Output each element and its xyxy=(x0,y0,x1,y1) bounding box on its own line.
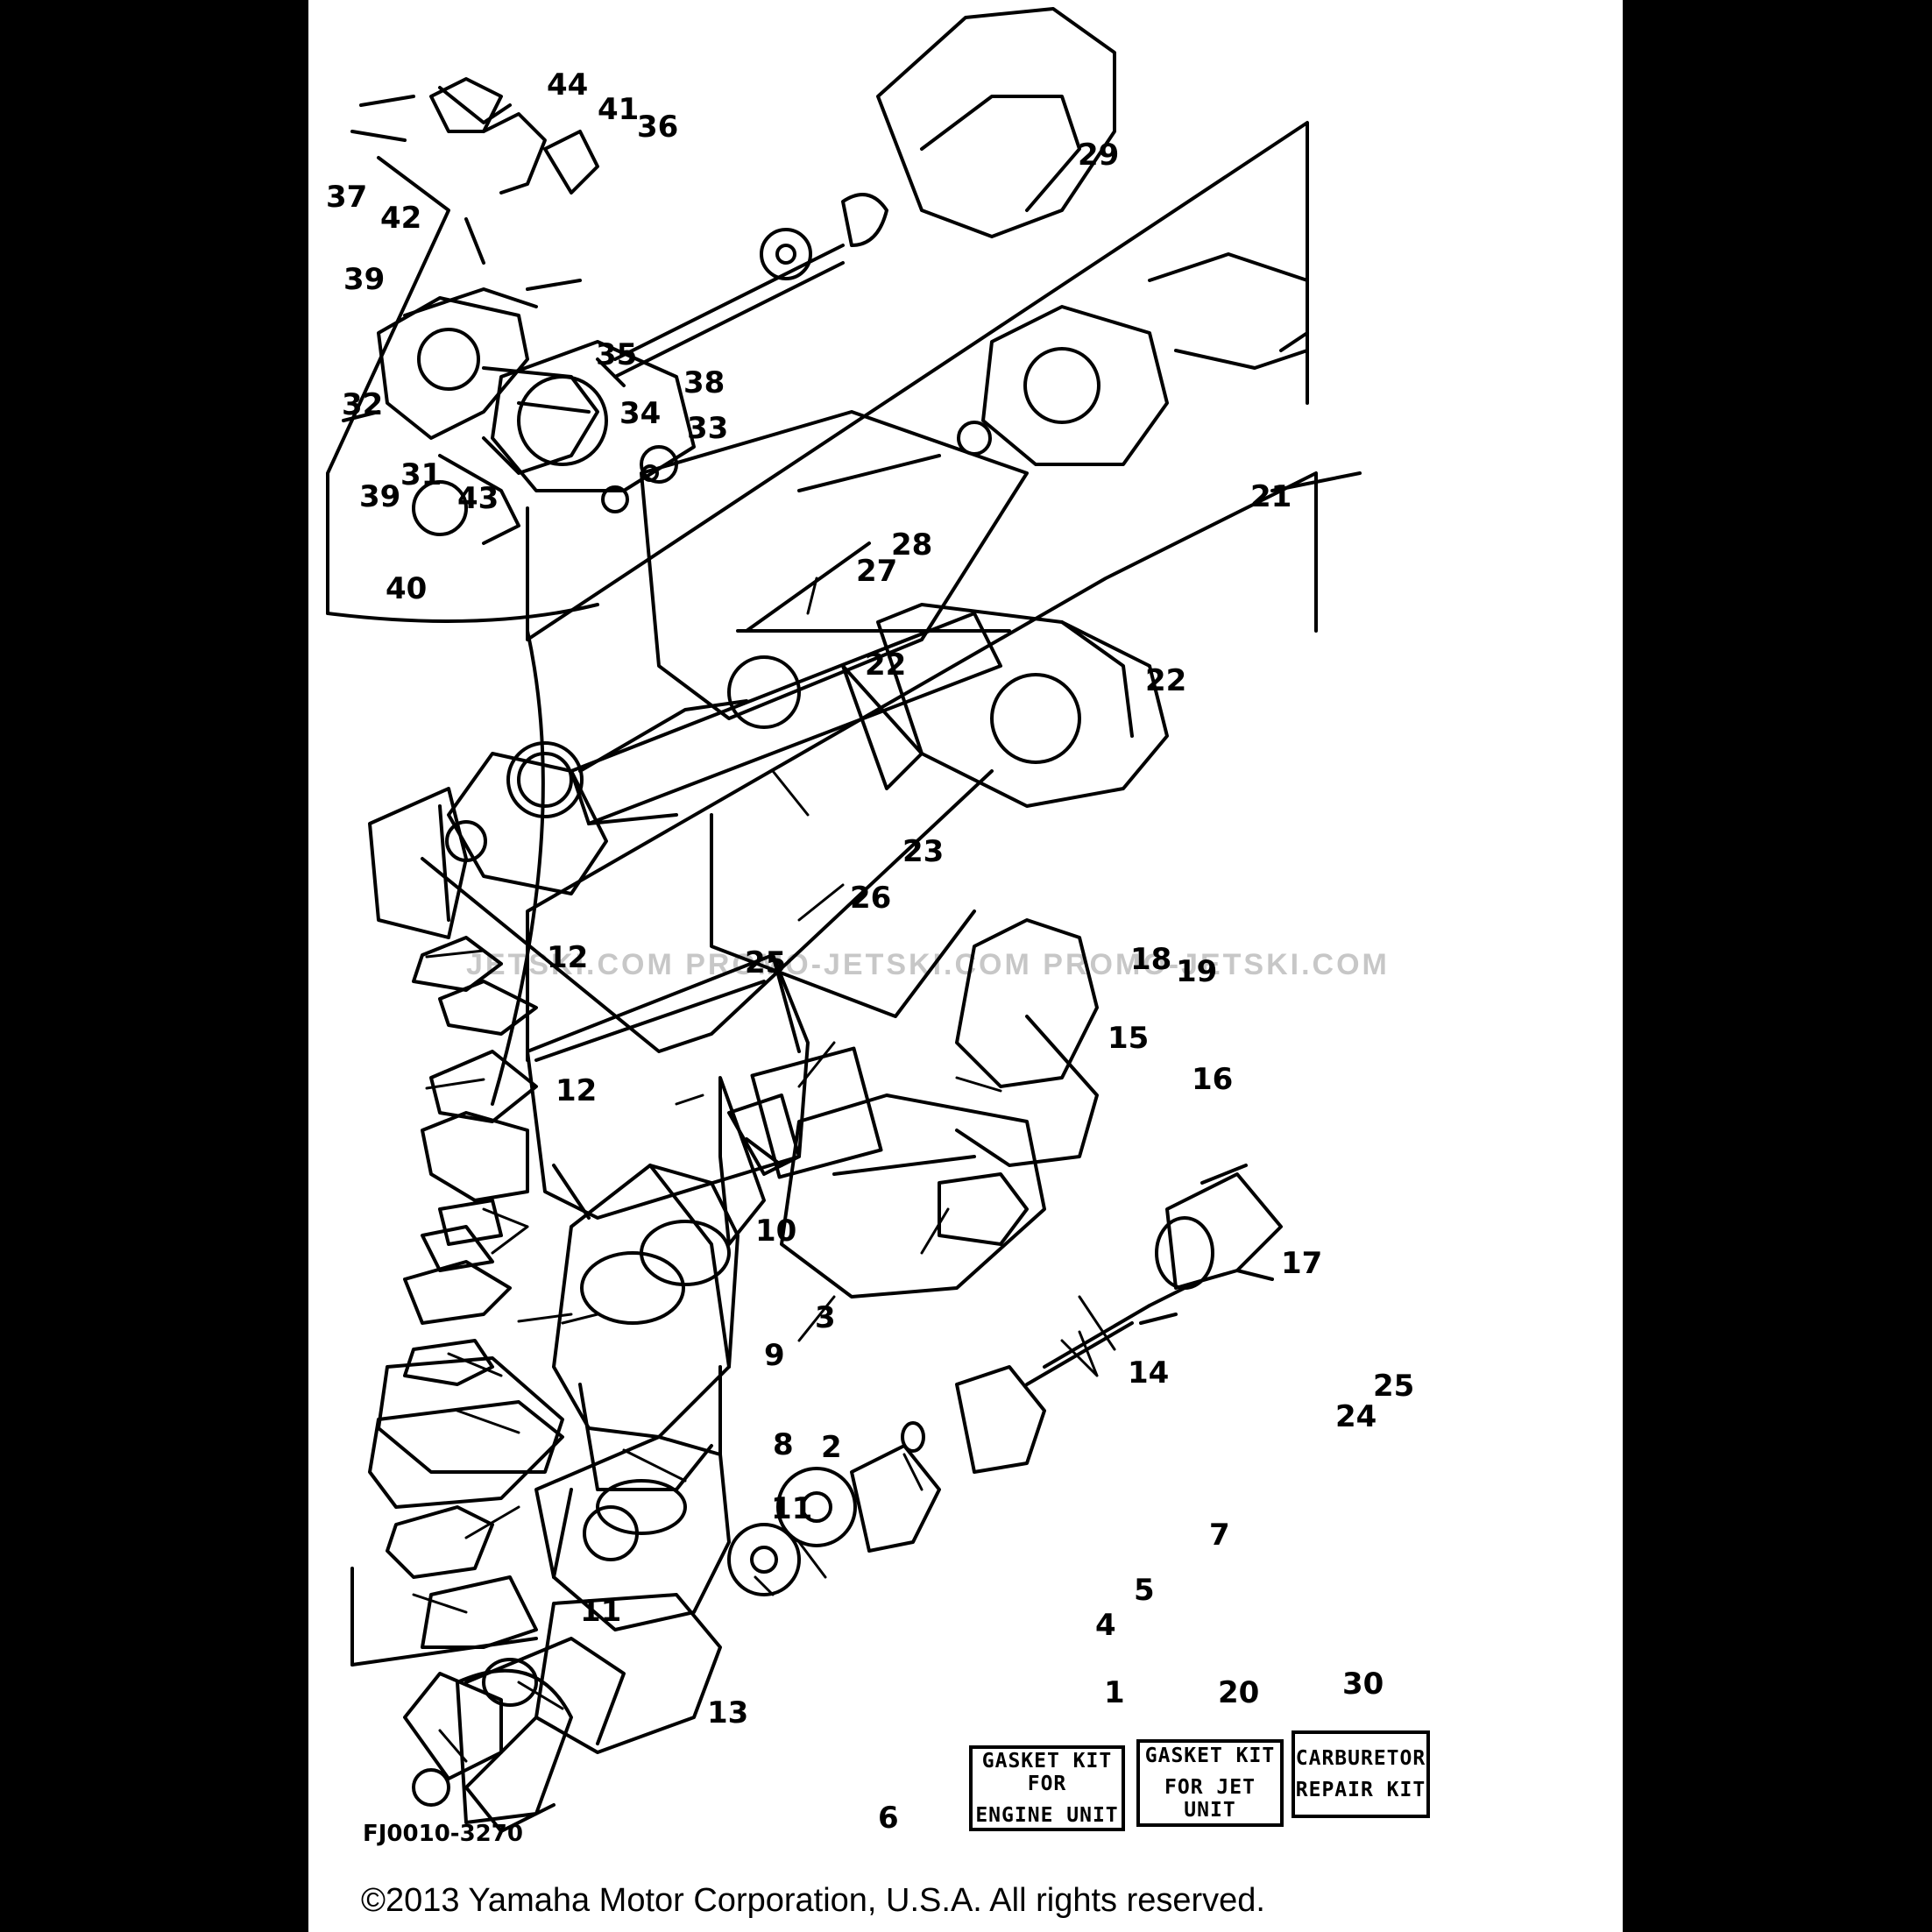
engine-block xyxy=(403,1164,740,1833)
exhaust-assembly xyxy=(526,918,1099,1299)
kit-engine-label: GASKET KIT FOR ENGINE UNIT xyxy=(969,1745,1125,1831)
exploded-parts-drawing xyxy=(326,7,1362,1833)
callout-7: 7 xyxy=(1209,1518,1230,1553)
callout-5: 5 xyxy=(1134,1573,1155,1608)
callout-39-bottom: 39 xyxy=(359,479,401,514)
callout-42: 42 xyxy=(380,201,422,236)
jet-unit-assembly xyxy=(491,7,1362,1062)
carb-lead-line xyxy=(491,629,545,1106)
callout-14: 14 xyxy=(1128,1355,1170,1391)
callout-43: 43 xyxy=(457,481,499,516)
callout-38: 38 xyxy=(683,365,725,400)
callout-10: 10 xyxy=(755,1214,797,1249)
callout-13: 13 xyxy=(707,1695,749,1730)
callout-12-bottom: 12 xyxy=(556,1073,598,1108)
callout-25-top: 25 xyxy=(745,945,787,980)
kit-carb-number: 30 xyxy=(1342,1667,1384,1702)
callout-17: 17 xyxy=(1281,1246,1323,1281)
kit-jet-line2: FOR JET UNIT xyxy=(1164,1776,1256,1822)
callout-11-left: 11 xyxy=(580,1594,622,1629)
watermark: JETSKI.COM PROMO-JETSKI.COM PROMO-JETSKI… xyxy=(466,948,1390,981)
carburetor-detail xyxy=(326,77,626,623)
callout-25-bottom: 25 xyxy=(1373,1369,1415,1404)
callout-36: 36 xyxy=(637,110,679,145)
copyright-notice: ©2013 Yamaha Motor Corporation, U.S.A. A… xyxy=(361,1882,1265,1919)
callout-9: 9 xyxy=(764,1338,785,1373)
callout-19: 19 xyxy=(1176,954,1218,989)
callout-39-top: 39 xyxy=(343,262,386,297)
callout-29: 29 xyxy=(1078,138,1120,173)
figure-code: FJ0010-3270 xyxy=(363,1821,523,1847)
callout-32: 32 xyxy=(342,387,384,422)
callout-37: 37 xyxy=(326,180,368,215)
kit-carb-line1: CARBURETOR xyxy=(1295,1747,1426,1770)
kit-jet-line1: GASKET KIT xyxy=(1144,1744,1276,1767)
callout-2: 2 xyxy=(821,1430,842,1465)
callout-15: 15 xyxy=(1108,1021,1150,1056)
bearing-housing xyxy=(727,1164,1283,1596)
callout-23: 23 xyxy=(902,834,945,869)
callout-44: 44 xyxy=(547,67,589,103)
diagram-sheet: 44 41 36 37 42 39 35 38 32 34 33 31 39 4… xyxy=(308,0,1623,1932)
kit-engine-line1: GASKET KIT FOR xyxy=(981,1750,1113,1795)
callout-22-right: 22 xyxy=(1145,663,1187,698)
kit-engine-number: 1 xyxy=(1104,1675,1125,1710)
intake-stack xyxy=(350,787,564,1667)
ride-plate-assembly xyxy=(421,603,1169,1053)
callout-27: 27 xyxy=(856,554,898,589)
callout-22-left: 22 xyxy=(865,648,907,683)
callout-11-right: 11 xyxy=(771,1491,813,1526)
callout-34: 34 xyxy=(619,396,662,431)
callout-35: 35 xyxy=(596,337,638,372)
callout-16: 16 xyxy=(1192,1062,1234,1097)
callout-40: 40 xyxy=(386,571,428,606)
kit-engine-line2: ENGINE UNIT xyxy=(975,1804,1119,1827)
callout-26: 26 xyxy=(850,881,892,916)
callout-18: 18 xyxy=(1130,942,1172,977)
callout-33: 33 xyxy=(687,411,729,446)
callout-12-top: 12 xyxy=(547,940,589,975)
callout-3: 3 xyxy=(815,1300,836,1335)
leader-lines xyxy=(412,577,1116,1763)
kit-carb-line2: REPAIR KIT xyxy=(1295,1779,1426,1801)
callout-21: 21 xyxy=(1250,479,1292,514)
callout-4: 4 xyxy=(1095,1608,1116,1643)
callout-31: 31 xyxy=(400,457,442,492)
callout-24: 24 xyxy=(1335,1399,1377,1434)
callout-28: 28 xyxy=(891,527,933,563)
callout-41: 41 xyxy=(598,92,640,127)
callout-8: 8 xyxy=(773,1427,794,1462)
kit-carb-label: CARBURETOR REPAIR KIT xyxy=(1292,1730,1430,1818)
kit-jet-number: 20 xyxy=(1218,1675,1260,1710)
kit-jet-label: GASKET KIT FOR JET UNIT xyxy=(1136,1739,1284,1827)
callout-6: 6 xyxy=(878,1801,899,1836)
